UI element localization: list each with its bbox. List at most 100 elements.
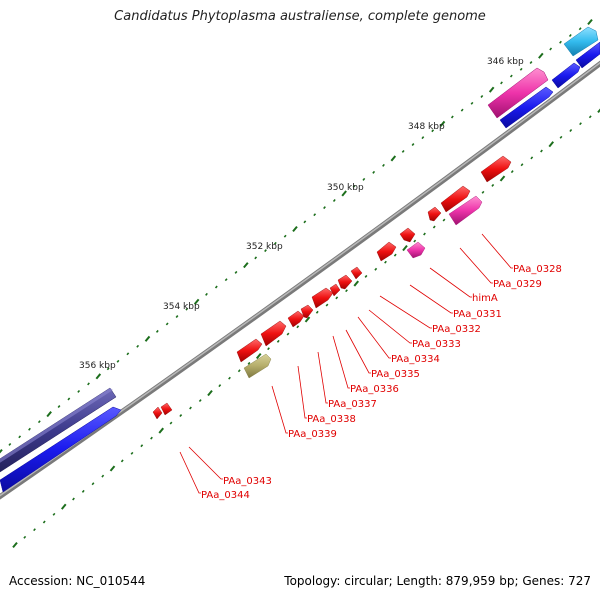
tick-mark — [165, 322, 169, 326]
gene-label[interactable]: PAa_0335 — [371, 369, 420, 380]
tick-mark — [568, 34, 572, 37]
tick-mark — [283, 234, 287, 238]
tick-mark — [597, 108, 600, 114]
tick-mark — [247, 361, 251, 365]
ruler-label-348: 348 kbp — [408, 122, 445, 132]
tick-mark — [587, 18, 593, 26]
tick-mark — [109, 465, 116, 472]
gene-magenta-inner-2[interactable] — [406, 241, 426, 259]
gene-label[interactable]: himA — [472, 293, 498, 304]
tick-mark — [273, 241, 277, 245]
tick-mark — [325, 303, 329, 307]
tick-mark — [332, 199, 336, 202]
tick-mark — [179, 414, 183, 418]
gene-label-leader — [379, 295, 432, 329]
tick-mark — [91, 482, 95, 486]
tick-mark — [60, 503, 67, 510]
gene-label[interactable]: PAa_0344 — [201, 490, 250, 501]
ruler-labels: 346 kbp 348 kbp 350 kbp 352 kbp 354 kbp … — [79, 57, 524, 371]
tick-mark — [87, 382, 90, 386]
gene-red-group[interactable] — [152, 155, 512, 420]
gene-label[interactable]: PAa_0332 — [432, 324, 481, 335]
tick-mark — [480, 95, 484, 98]
tick-mark — [509, 74, 513, 78]
tick-mark — [292, 225, 298, 233]
tick-mark — [439, 120, 446, 127]
tick-mark — [303, 220, 307, 224]
tick-mark — [193, 298, 200, 305]
tick-mark — [120, 459, 124, 463]
gene-label[interactable]: PAa_0328 — [513, 264, 562, 275]
gene-magenta-inner-1[interactable] — [448, 195, 483, 226]
tick-mark — [413, 239, 417, 243]
ruler-label-346: 346 kbp — [487, 57, 524, 67]
gene-label[interactable]: PAa_0334 — [391, 354, 440, 365]
gene-blue-right-1[interactable] — [499, 86, 554, 129]
ruler-label-352: 352 kbp — [246, 242, 283, 252]
gene-label[interactable]: PAa_0333 — [412, 339, 461, 350]
gene-label[interactable]: PAa_0336 — [350, 384, 399, 395]
gene-label-leader — [332, 335, 350, 389]
tick-mark — [491, 183, 495, 187]
tick-mark — [228, 376, 231, 380]
tick-mark — [559, 135, 563, 139]
gene-label[interactable]: PAa_0329 — [493, 279, 542, 290]
gene-blue-right-3[interactable] — [575, 41, 600, 69]
tick-mark — [470, 101, 474, 105]
gene-label[interactable]: PAa_0338 — [307, 414, 356, 425]
tick-mark — [431, 129, 435, 133]
tick-mark — [304, 316, 311, 323]
gene-label-leader — [481, 233, 513, 269]
tick-mark — [335, 296, 339, 300]
tick-mark — [101, 474, 105, 478]
accession-text: Accession: NC_010544 — [9, 574, 146, 588]
tick-mark — [144, 335, 151, 342]
gene-label[interactable]: PAa_0337 — [328, 399, 377, 410]
tick-mark — [315, 310, 319, 314]
tick-mark — [46, 411, 52, 418]
gene-olive[interactable] — [243, 353, 272, 379]
tick-mark — [205, 292, 208, 296]
gene-label-leader — [429, 267, 472, 298]
genome-backbone — [0, 60, 600, 500]
tick-mark — [488, 86, 495, 93]
gene-label[interactable]: PAa_0343 — [223, 476, 272, 487]
tick-mark — [23, 535, 27, 539]
tick-mark — [569, 129, 573, 132]
gene-label-leader — [357, 316, 391, 359]
tick-mark — [423, 232, 426, 236]
tick-mark — [323, 206, 326, 210]
tick-mark — [77, 389, 81, 393]
tick-mark — [296, 325, 300, 329]
gene-blue-right-2[interactable] — [551, 62, 581, 89]
tick-mark — [276, 339, 280, 343]
gene-label[interactable]: PAa_0339 — [288, 429, 337, 440]
gene-label-leader — [179, 451, 201, 494]
gene-navy-large[interactable] — [0, 387, 117, 473]
gene-blue-large[interactable] — [0, 406, 122, 493]
gene-label-leader — [317, 351, 328, 404]
tick-mark — [341, 190, 347, 197]
tick-mark — [500, 81, 503, 85]
gene-label-leader — [271, 385, 288, 434]
tick-mark — [18, 435, 22, 439]
tick-mark — [12, 541, 18, 549]
tick-mark — [140, 444, 144, 448]
ruler-label-356: 356 kbp — [79, 361, 116, 371]
gene-cyan-top[interactable] — [563, 26, 599, 57]
tick-mark — [169, 421, 173, 425]
tick-mark — [372, 170, 376, 174]
ruler-ticks — [0, 18, 593, 454]
tick-mark — [33, 528, 36, 532]
tick-mark — [588, 115, 592, 119]
ruler-label-350: 350 kbp — [327, 183, 364, 193]
tick-mark — [234, 270, 238, 274]
tick-mark — [401, 149, 405, 153]
gene-label-leader — [345, 329, 371, 374]
tick-mark — [442, 218, 446, 222]
gene-label[interactable]: PAa_0331 — [453, 309, 502, 320]
tick-mark — [579, 122, 582, 126]
gene-label-leader — [409, 284, 453, 314]
gene-magenta-top[interactable] — [487, 67, 549, 119]
gene-label-leader — [188, 446, 223, 480]
